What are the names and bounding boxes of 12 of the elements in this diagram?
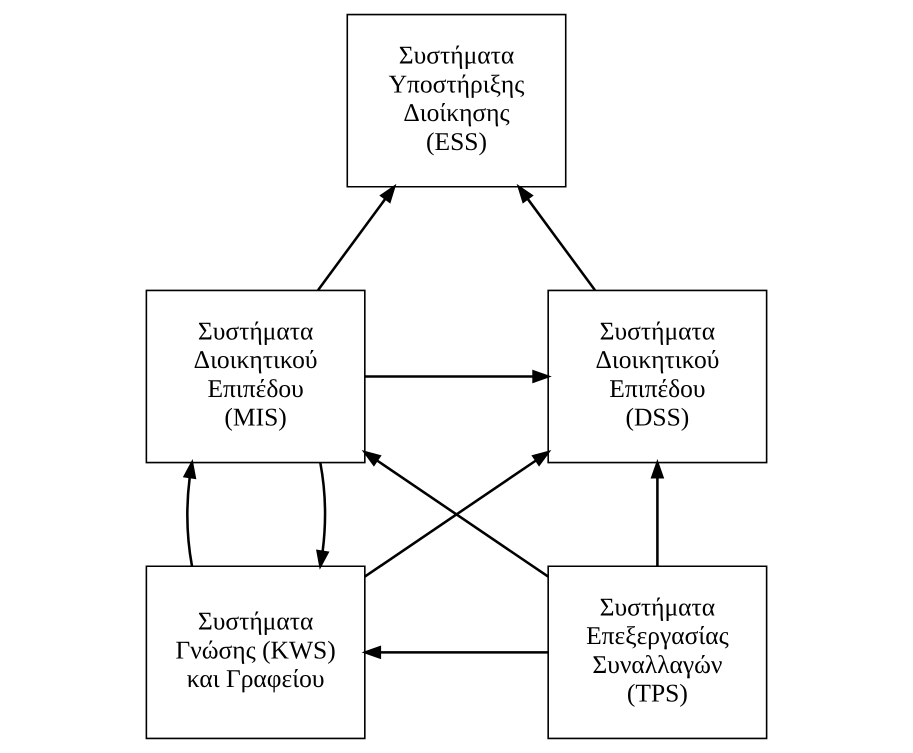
node-box: Συστήματα Διοικητικού Επιπέδου (MIS) <box>146 290 366 464</box>
arrow <box>317 184 396 291</box>
arrow <box>650 458 664 566</box>
node-box: Συστήματα Επεξεργασίας Συναλλαγών (TPS) <box>547 565 768 740</box>
arrow <box>316 462 330 570</box>
arrow <box>516 184 596 291</box>
node-box: Συστήματα Διοικητικού Επιπέδου (DSS) <box>547 290 768 464</box>
arrow <box>182 459 196 566</box>
arrow <box>362 646 548 660</box>
node-box: Συστήματα Υποστήριξης Διοίκησης (ESS) <box>346 14 567 188</box>
node-box: Συστήματα Γνώσης (KWS) και Γραφείου <box>146 565 366 740</box>
arrow <box>365 370 552 384</box>
